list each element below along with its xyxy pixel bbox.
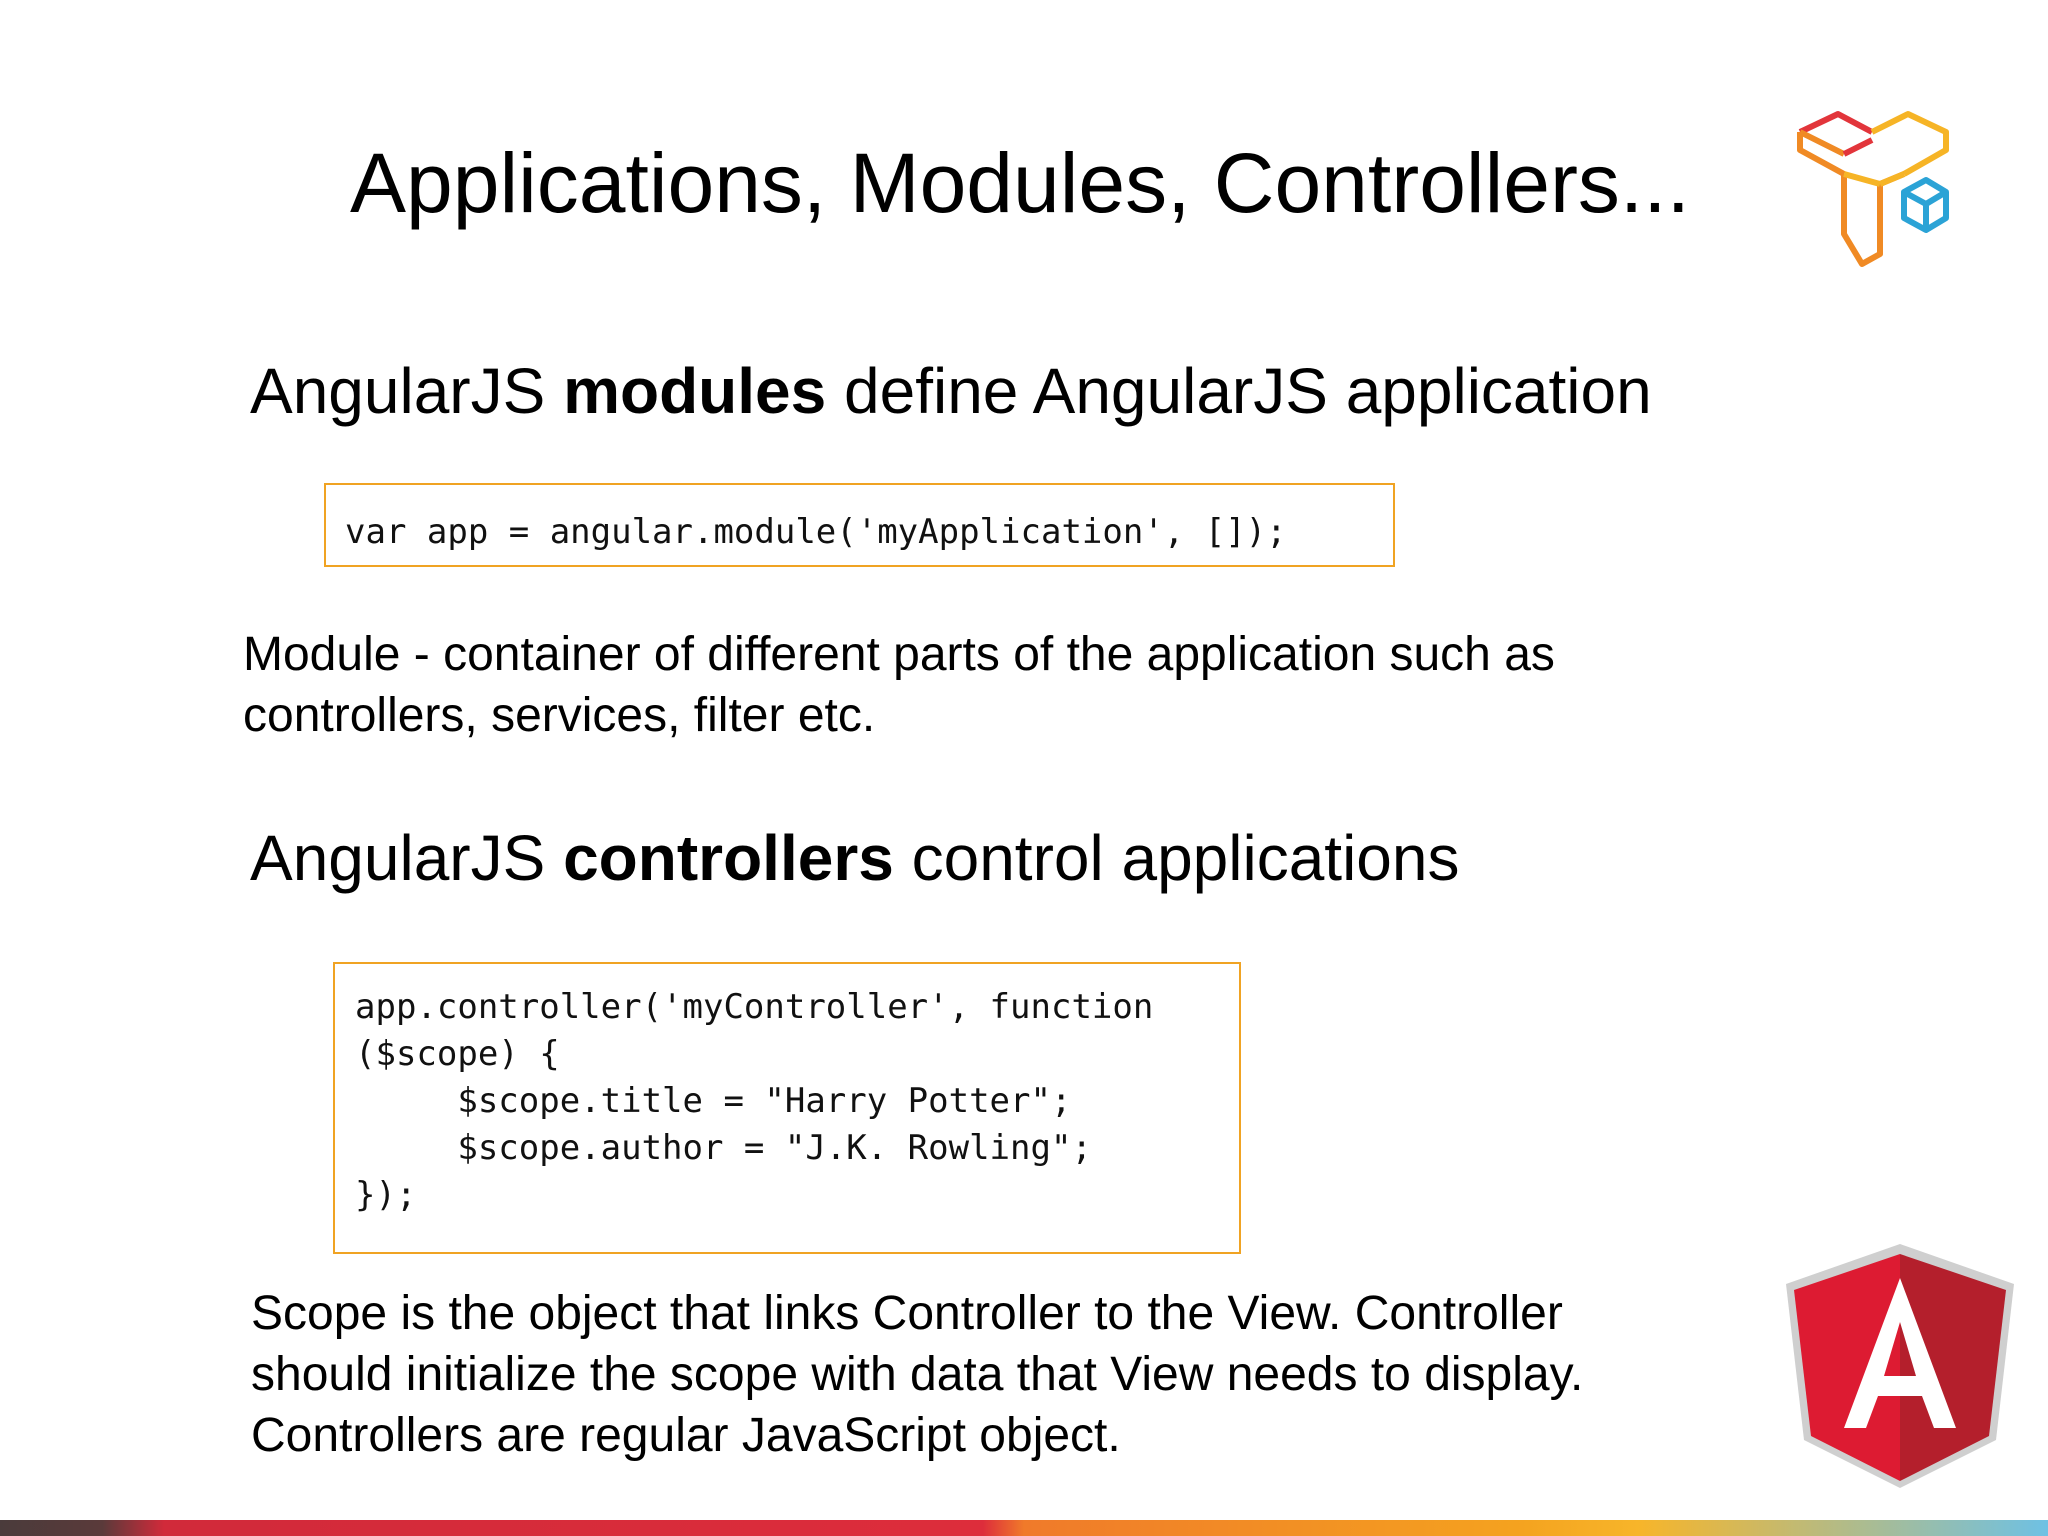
description-line: Scope is the object that links Controlle… <box>251 1287 1563 1340</box>
scope-description: Scope is the object that links Controlle… <box>251 1283 1751 1466</box>
modules-heading: AngularJS modules define AngularJS appli… <box>250 351 1652 431</box>
controllers-heading-pre: AngularJS <box>250 822 564 894</box>
description-line: Controllers are regular JavaScript objec… <box>251 1409 1121 1462</box>
modules-heading-pre: AngularJS <box>250 355 564 427</box>
code-line: var app = angular.module('myApplication'… <box>345 512 1287 552</box>
controllers-heading-bold: controllers <box>563 822 894 894</box>
angular-shield-logo-icon <box>1786 1244 2014 1488</box>
module-description: Module - container of different parts of… <box>243 624 1943 746</box>
code-line: $scope.author = "J.K. Rowling"; <box>355 1128 1092 1168</box>
code-line: }); <box>355 1175 417 1215</box>
modules-heading-post: define AngularJS application <box>826 355 1652 427</box>
controller-code-box: app.controller('myController', function (… <box>333 962 1241 1254</box>
slide-title: Applications, Modules, Controllers... <box>350 136 1690 230</box>
controllers-heading: AngularJS controllers control applicatio… <box>250 818 1459 898</box>
description-line: should initialize the scope with data th… <box>251 1348 1584 1401</box>
code-line: $scope.title = "Harry Potter"; <box>355 1081 1072 1121</box>
bottom-color-bar <box>0 1520 2048 1536</box>
module-code-box: var app = angular.module('myApplication'… <box>324 483 1395 567</box>
code-line: app.controller('myController', function <box>355 987 1154 1027</box>
description-line: Module - container of different parts of… <box>243 628 1555 681</box>
modules-heading-bold: modules <box>563 355 827 427</box>
code-line: ($scope) { <box>355 1034 560 1074</box>
yii-cube-logo-icon <box>1797 111 1949 267</box>
description-line: controllers, services, filter etc. <box>243 689 876 742</box>
controllers-heading-post: control applications <box>893 822 1460 894</box>
